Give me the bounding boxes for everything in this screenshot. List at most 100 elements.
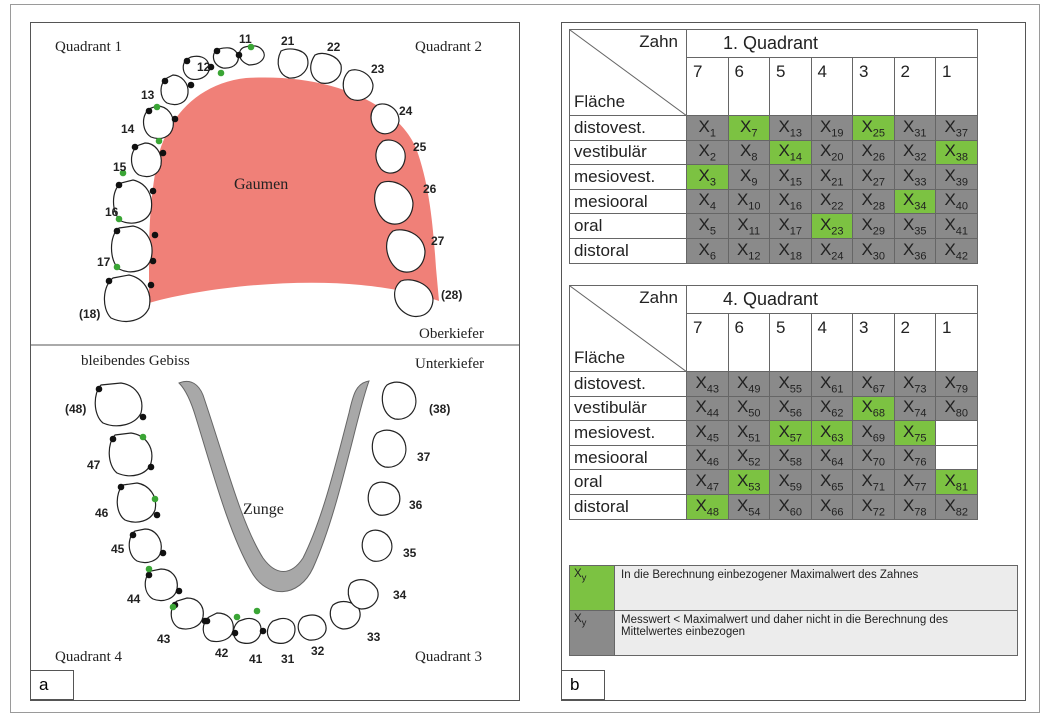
measurement-cell: X2 xyxy=(687,140,729,165)
measurement-cell: X79 xyxy=(936,372,978,397)
tooth-number: 3 xyxy=(853,58,895,116)
surface-label: vestibulär xyxy=(570,140,687,165)
measurement-cell: X78 xyxy=(894,494,936,519)
measurement-cell: X44 xyxy=(687,396,729,421)
tooth-37: 37 xyxy=(417,450,431,464)
tooth-41: 41 xyxy=(249,652,263,666)
measurement-cell: X28 xyxy=(853,189,895,214)
measurement-cell: X15 xyxy=(770,165,812,190)
tooth-22: 22 xyxy=(327,40,341,54)
measurement-cell: X5 xyxy=(687,214,729,239)
label-lower-jaw: Unterkiefer xyxy=(415,356,484,373)
header-flaeche: Fläche xyxy=(574,348,625,368)
measurement-cell: X55 xyxy=(770,372,812,397)
measurement-cell: X68 xyxy=(853,396,895,421)
measurement-cell: X33 xyxy=(894,165,936,190)
legend-row-max: Xy In die Berechnung einbezogener Maxima… xyxy=(570,566,1018,611)
tooth-number: 6 xyxy=(728,58,770,116)
measurement-cell: X50 xyxy=(728,396,770,421)
measurement-cell: X56 xyxy=(770,396,812,421)
label-palate: Gaumen xyxy=(234,176,288,194)
table-row: distovest.X43X49X55X61X67X73X79 xyxy=(570,372,978,397)
tooth-number: 4 xyxy=(811,314,853,372)
tooth-33: 33 xyxy=(367,630,381,644)
measurement-cell: X34 xyxy=(894,189,936,214)
tooth-number: 7 xyxy=(687,314,729,372)
measurement-cell: X30 xyxy=(853,238,895,263)
measurement-cell: X43 xyxy=(687,372,729,397)
surface-label: distovest. xyxy=(570,116,687,141)
lower-teeth-q3 xyxy=(267,382,415,643)
measurement-cell: X38 xyxy=(936,140,978,165)
measurement-cell: X13 xyxy=(770,116,812,141)
measurement-cell: X21 xyxy=(811,165,853,190)
tooth-number: 5 xyxy=(770,58,812,116)
measurement-cell: X63 xyxy=(811,421,853,446)
measurement-cell: X69 xyxy=(853,421,895,446)
table-row: mesiooralX46X52X58X64X70X76 xyxy=(570,445,978,470)
legend: Xy In die Berechnung einbezogener Maxima… xyxy=(569,565,1018,656)
quadrant-title: 4. Quadrant xyxy=(687,286,978,314)
table-row: oralX5X11X17X23X29X35X41 xyxy=(570,214,978,239)
measurement-cell: X3 xyxy=(687,165,729,190)
legend-row-measured: Xy Messwert < Maximalwert und daher nich… xyxy=(570,611,1018,656)
tooth-28: (28) xyxy=(441,288,462,302)
measurement-cell: X39 xyxy=(936,165,978,190)
measurement-cell: X76 xyxy=(894,445,936,470)
measurement-cell: X52 xyxy=(728,445,770,470)
tooth-18: (18) xyxy=(79,307,100,321)
panel-b-tag: b xyxy=(561,670,605,700)
measurement-cell: X17 xyxy=(770,214,812,239)
measurement-cell: X51 xyxy=(728,421,770,446)
legend-symbol: X xyxy=(574,568,582,580)
tooth-number: 3 xyxy=(853,314,895,372)
tooth-34: 34 xyxy=(393,588,407,602)
tooth-13: 13 xyxy=(141,88,155,102)
measurement-cell: X67 xyxy=(853,372,895,397)
surface-label: mesiovest. xyxy=(570,421,687,446)
measurement-cell: X57 xyxy=(770,421,812,446)
measurement-cell: X64 xyxy=(811,445,853,470)
tongue-shape xyxy=(179,381,369,592)
measurement-cell: X37 xyxy=(936,116,978,141)
tooth-43: 43 xyxy=(157,632,171,646)
measurement-cell: X27 xyxy=(853,165,895,190)
quadrant-title: 1. Quadrant xyxy=(687,30,978,58)
tooth-17: 17 xyxy=(97,255,111,269)
surface-label: distoral xyxy=(570,238,687,263)
measurement-cell: X7 xyxy=(728,116,770,141)
tooth-16: 16 xyxy=(105,205,119,219)
measurement-cell: X47 xyxy=(687,470,729,495)
surface-label: mesiooral xyxy=(570,445,687,470)
measurement-cell: X22 xyxy=(811,189,853,214)
label-quadrant3: Quadrant 3 xyxy=(415,649,482,666)
legend-text-measured: Messwert < Maximalwert und daher nicht i… xyxy=(615,611,1018,656)
header-corner: ZahnFläche xyxy=(570,286,687,372)
measurement-cell: X62 xyxy=(811,396,853,421)
measurement-cell: X45 xyxy=(687,421,729,446)
tooth-number: 5 xyxy=(770,314,812,372)
measurement-cell: X32 xyxy=(894,140,936,165)
measurement-cell: X1 xyxy=(687,116,729,141)
tooth-number: 7 xyxy=(687,58,729,116)
tooth-38: (38) xyxy=(429,402,450,416)
measurement-cell: X74 xyxy=(894,396,936,421)
table-row: vestibulärX2X8X14X20X26X32X38 xyxy=(570,140,978,165)
panel-a-dental-chart: (18) 17 16 15 14 13 12 11 21 22 23 24 25… xyxy=(30,22,520,701)
measurement-cell: X9 xyxy=(728,165,770,190)
tooth-12: 12 xyxy=(197,60,211,74)
measurement-cell: X41 xyxy=(936,214,978,239)
measurement-cell: X25 xyxy=(853,116,895,141)
measurement-cell: X81 xyxy=(936,470,978,495)
measurement-cell: X71 xyxy=(853,470,895,495)
tooth-26: 26 xyxy=(423,182,437,196)
surface-label: distoral xyxy=(570,494,687,519)
measurement-cell: X73 xyxy=(894,372,936,397)
measurement-cell: X18 xyxy=(770,238,812,263)
measurement-cell: X65 xyxy=(811,470,853,495)
